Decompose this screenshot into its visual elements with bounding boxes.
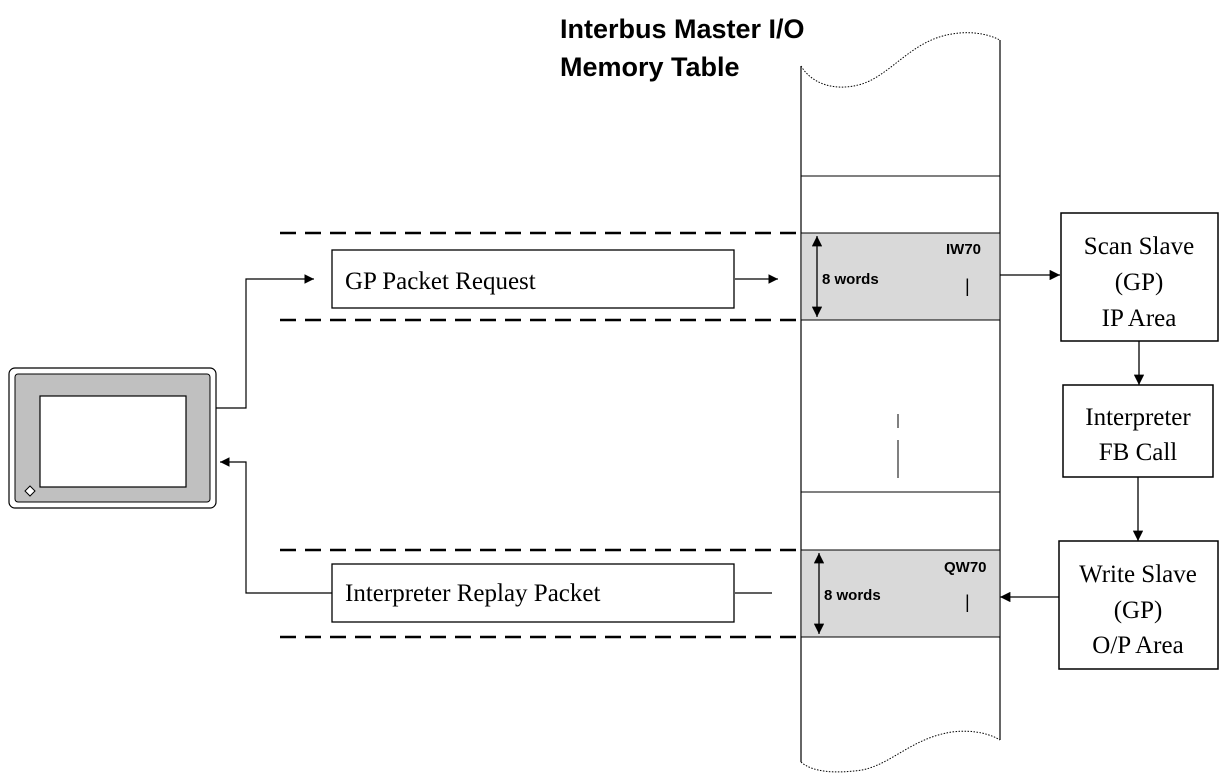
diagram-title-line2: Memory Table	[560, 52, 740, 82]
diagram-title-line1: Interbus Master I/O	[560, 14, 805, 44]
input-size-label: 8 words	[822, 271, 879, 288]
memory-table	[800, 32, 1001, 773]
gp-touch-panel-icon	[8, 367, 217, 509]
memory-table-torn-bottom	[800, 730, 1001, 773]
output-size-label: 8 words	[824, 587, 881, 604]
request-connector	[216, 274, 314, 409]
write-slave-line1: Write Slave	[1079, 561, 1197, 588]
write-slave-line2: (GP)	[1114, 597, 1163, 624]
reply-connector	[220, 457, 332, 594]
output-cursor: |	[965, 592, 970, 612]
scan-slave-box	[1060, 212, 1219, 342]
scan-slave-line1: Scan Slave	[1084, 233, 1194, 260]
input-memory-block	[800, 232, 1001, 321]
diamond-indicator-icon	[24, 485, 36, 497]
input-address-label: IW70	[946, 241, 981, 258]
scan-slave-line2: (GP)	[1115, 269, 1164, 296]
request-packet-box	[331, 249, 735, 309]
output-memory-block	[800, 549, 1001, 638]
request-packet-label: GP Packet Request	[345, 268, 536, 295]
output-address-label: QW70	[944, 559, 987, 576]
write-slave-box	[1058, 540, 1219, 670]
interpreter-line1: Interpreter	[1085, 404, 1191, 431]
reply-packet-label: Interpreter Replay Packet	[345, 580, 600, 607]
interpreter-line2: FB Call	[1099, 439, 1178, 466]
write-slave-line3: O/P Area	[1092, 632, 1183, 659]
memory-table-torn-top	[800, 32, 1001, 88]
scan-slave-line3: IP Area	[1102, 305, 1177, 332]
input-cursor: |	[965, 276, 970, 296]
